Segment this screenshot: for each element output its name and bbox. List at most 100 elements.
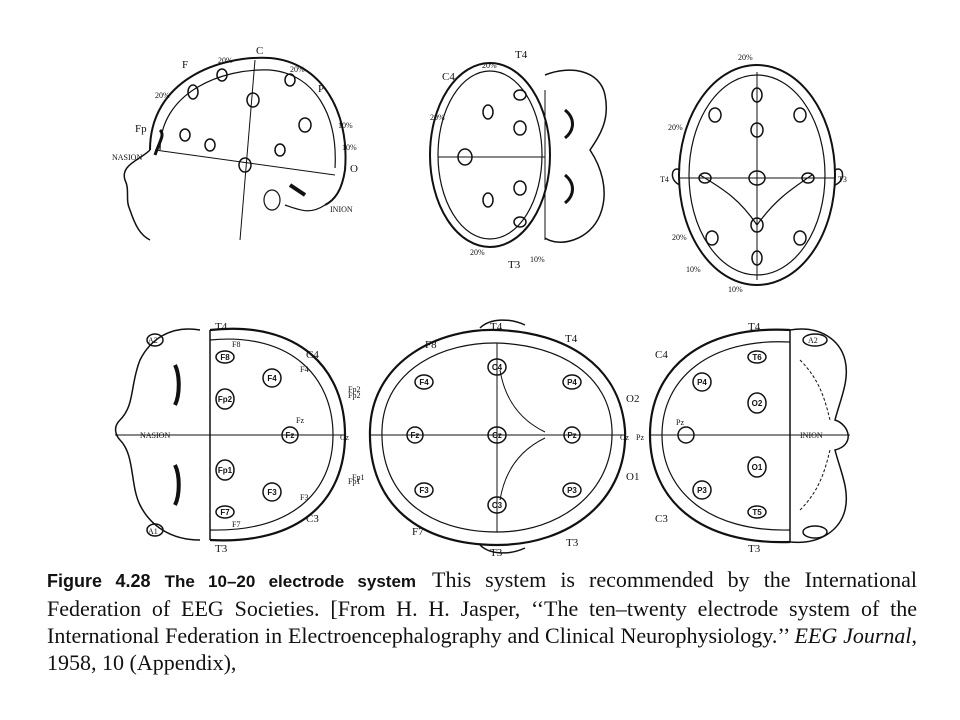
top-label: 20% [672, 233, 687, 242]
top-label: 10% [728, 285, 743, 294]
electrode-diagrams: F C P O Fp NASION INION 20% 20% 20% 10% … [112, 45, 850, 559]
side-label: 20% [290, 65, 305, 74]
electrode-label: F4 [267, 374, 277, 383]
br-label: C4 [655, 349, 668, 361]
front-label: T4 [515, 49, 528, 61]
bl-label: A1 [148, 527, 158, 536]
bm-label: F8 [425, 339, 437, 351]
bl-label: F8 [232, 340, 240, 349]
electrode-label: P4 [567, 378, 577, 387]
electrode-label: P3 [567, 486, 577, 495]
electrode-label: F3 [267, 488, 277, 497]
front-electrodes [457, 89, 527, 228]
bl-label: F7 [232, 520, 240, 529]
electrode-label: Pz [567, 431, 576, 440]
br-label: A2 [808, 336, 818, 345]
top-label: 20% [738, 53, 753, 62]
top-label: 10% [686, 265, 701, 274]
side-view-diagram [123, 56, 347, 241]
electrode-label: Fz [286, 431, 295, 440]
side-electrodes [179, 68, 312, 173]
bm-label: T3 [566, 537, 579, 549]
bl-label: Fz [296, 416, 304, 425]
bl-label: Fp1 [352, 473, 364, 482]
top-label: T3 [838, 175, 847, 184]
electrode-label: Fp2 [218, 395, 233, 404]
bl-label: A2 [148, 336, 158, 345]
top-label: T4 [660, 175, 669, 184]
bl-label: C4 [306, 349, 319, 361]
bottom-left-electrodes [215, 350, 299, 519]
bottom-right-electrodes [677, 350, 767, 519]
front-label: 10% [530, 255, 545, 264]
electrode-label: P4 [697, 378, 707, 387]
electrode-label: Fz [411, 431, 420, 440]
side-label: Fp [135, 123, 147, 135]
electrode-label: C3 [492, 501, 503, 510]
side-label: NASION [112, 153, 142, 162]
bm-label: Fp1 [348, 477, 360, 486]
bottom-middle-diagram [368, 319, 627, 554]
side-label: 20% [155, 91, 170, 100]
bl-label: C3 [306, 513, 319, 525]
electrode-label: O2 [752, 399, 763, 408]
front-view-diagram [429, 62, 607, 248]
bm-label: Cz [620, 433, 629, 442]
br-label: T4 [748, 321, 761, 333]
electrode-label: F3 [419, 486, 429, 495]
caption-text: This system is recommended by the Intern… [47, 567, 917, 648]
bottom-middle-electrodes [406, 358, 582, 514]
electrode-label: Cz [492, 431, 502, 440]
figure-number: Figure 4.28 [47, 571, 151, 591]
side-label: C [256, 45, 263, 57]
side-label: 20% [218, 56, 233, 65]
front-label: T3 [508, 259, 521, 271]
front-label: C4 [442, 71, 455, 83]
bl-label: F3 [300, 493, 308, 502]
bl-label: T4 [215, 321, 228, 333]
journal-name: EEG Journal [794, 623, 912, 648]
electrode-label: F8 [220, 353, 230, 362]
bottom-right-diagram [648, 328, 850, 544]
bm-label: T4 [565, 333, 578, 345]
bm-label: F7 [412, 526, 424, 538]
br-label: T3 [748, 543, 761, 555]
top-label: 20% [668, 123, 683, 132]
electrode-label: C4 [492, 363, 503, 372]
bm-label: Pz [636, 433, 644, 442]
electrode-label: Fp1 [218, 466, 233, 475]
bl-label: Cz [340, 433, 349, 442]
side-label: F [182, 59, 188, 71]
electrode-label: F7 [220, 508, 230, 517]
bl-label: T3 [215, 543, 228, 555]
bl-label: F4 [300, 365, 308, 374]
bm-label: T4 [490, 321, 503, 333]
electrode-label: O1 [752, 463, 763, 472]
electrode-label: T6 [752, 353, 762, 362]
side-label: 10% [338, 121, 353, 130]
br-label: C3 [655, 513, 668, 525]
caption-citation: , 1958, 10 (Appendix), [47, 623, 918, 675]
bm-label: O1 [626, 471, 639, 483]
front-label: 20% [482, 61, 497, 70]
electrode-label: T5 [752, 508, 762, 517]
bm-label: T3 [490, 547, 503, 559]
bm-label: O2 [626, 393, 639, 405]
side-label: INION [330, 205, 353, 214]
side-label: P [318, 83, 324, 95]
bl-label: Fp2 [348, 391, 360, 400]
electrode-label: F4 [419, 378, 429, 387]
side-label: 10% [342, 143, 357, 152]
bottom-left-diagram [114, 327, 347, 542]
br-label: INION [800, 431, 823, 440]
bm-label: Fp2 [348, 385, 360, 394]
front-label: 20% [430, 113, 445, 122]
top-electrodes [698, 87, 815, 266]
side-label: O [350, 163, 358, 175]
figure-title: The 10–20 electrode system [164, 572, 417, 591]
eeg-figure: F C P O Fp NASION INION 20% 20% 20% 10% … [112, 45, 850, 559]
br-label: Pz [676, 418, 684, 427]
top-view-diagram [671, 64, 844, 286]
front-label: 20% [470, 248, 485, 257]
